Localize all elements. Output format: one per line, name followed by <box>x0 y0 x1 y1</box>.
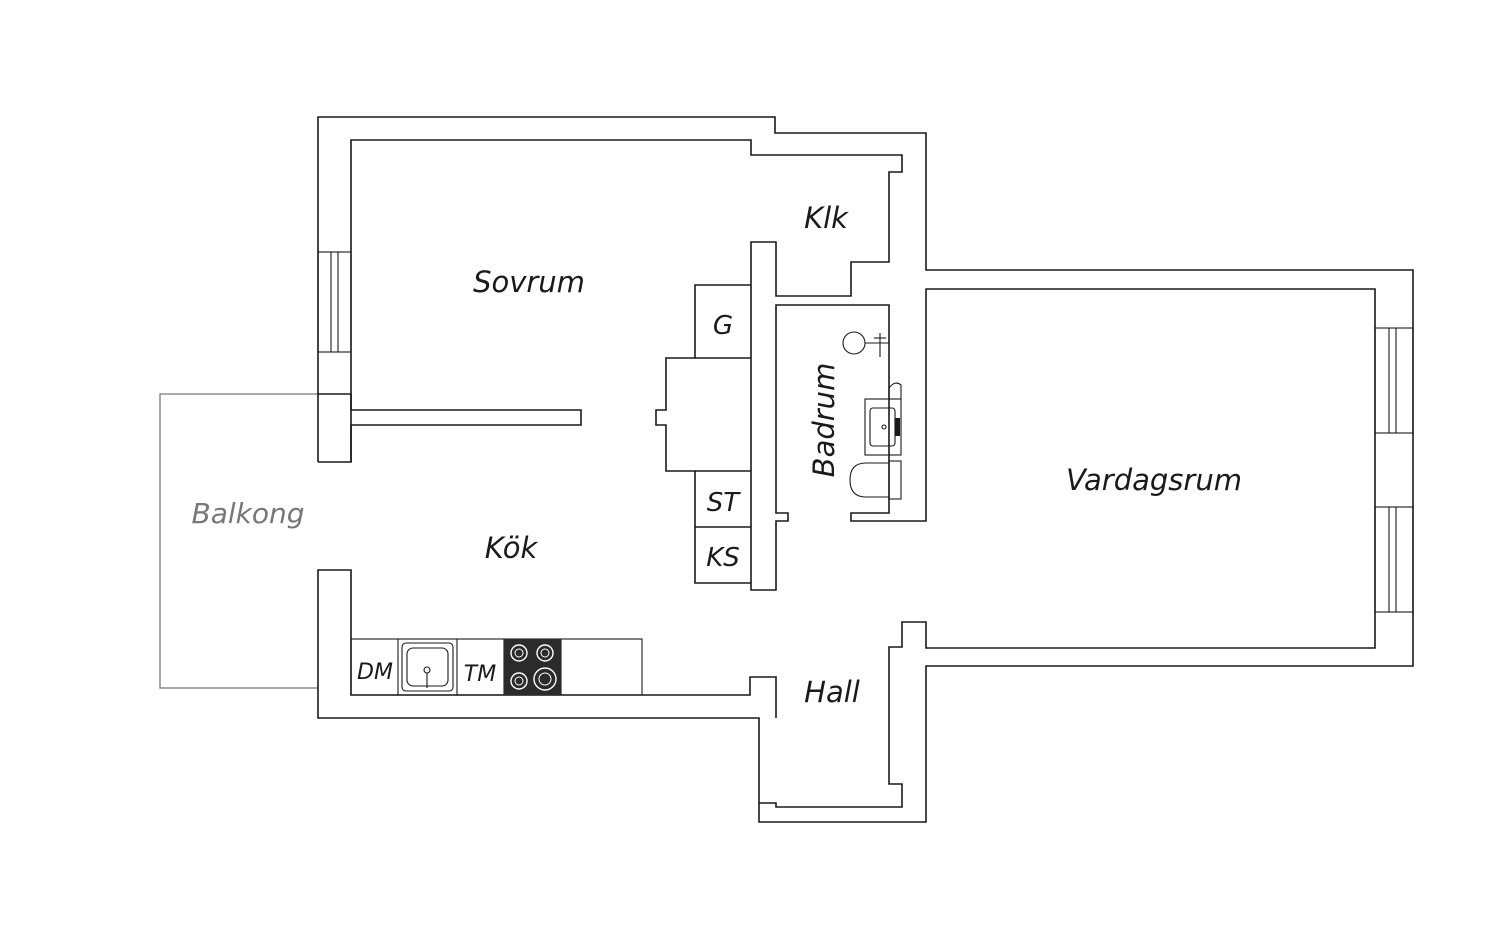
shower-icon <box>842 331 889 357</box>
washbasin-icon <box>864 382 902 456</box>
window-sovrum <box>317 251 352 353</box>
room-label-hall: Hall <box>804 675 860 709</box>
kitchen-counter <box>350 638 643 696</box>
room-label-balkong: Balkong <box>191 497 304 530</box>
fixture-label-dm: DM <box>357 660 393 685</box>
sink-icon <box>401 642 454 692</box>
window-vardagsrum-2 <box>1374 506 1414 613</box>
room-label-badrum: Badrum <box>807 363 841 478</box>
fixture-label-tm: TM <box>464 662 496 687</box>
window-vardagsrum-1 <box>1374 327 1414 434</box>
closet-block <box>655 284 751 584</box>
fixture-label-ks: KS <box>706 543 740 573</box>
room-label-kok: Kök <box>485 531 539 565</box>
room-label-klk: Klk <box>804 201 849 235</box>
inner-wall-sovrum <box>350 139 1376 808</box>
fixture-label-st: ST <box>707 488 742 518</box>
toilet-icon <box>849 460 902 500</box>
room-label-vardagsrum: Vardagsrum <box>1066 463 1242 497</box>
balcony-outline <box>159 393 318 689</box>
stove-icon <box>504 639 561 695</box>
fixture-label-g: G <box>713 311 733 341</box>
room-label-sovrum: Sovrum <box>473 265 585 299</box>
partition-wall <box>318 393 582 463</box>
outer-wall-top <box>317 116 1414 823</box>
